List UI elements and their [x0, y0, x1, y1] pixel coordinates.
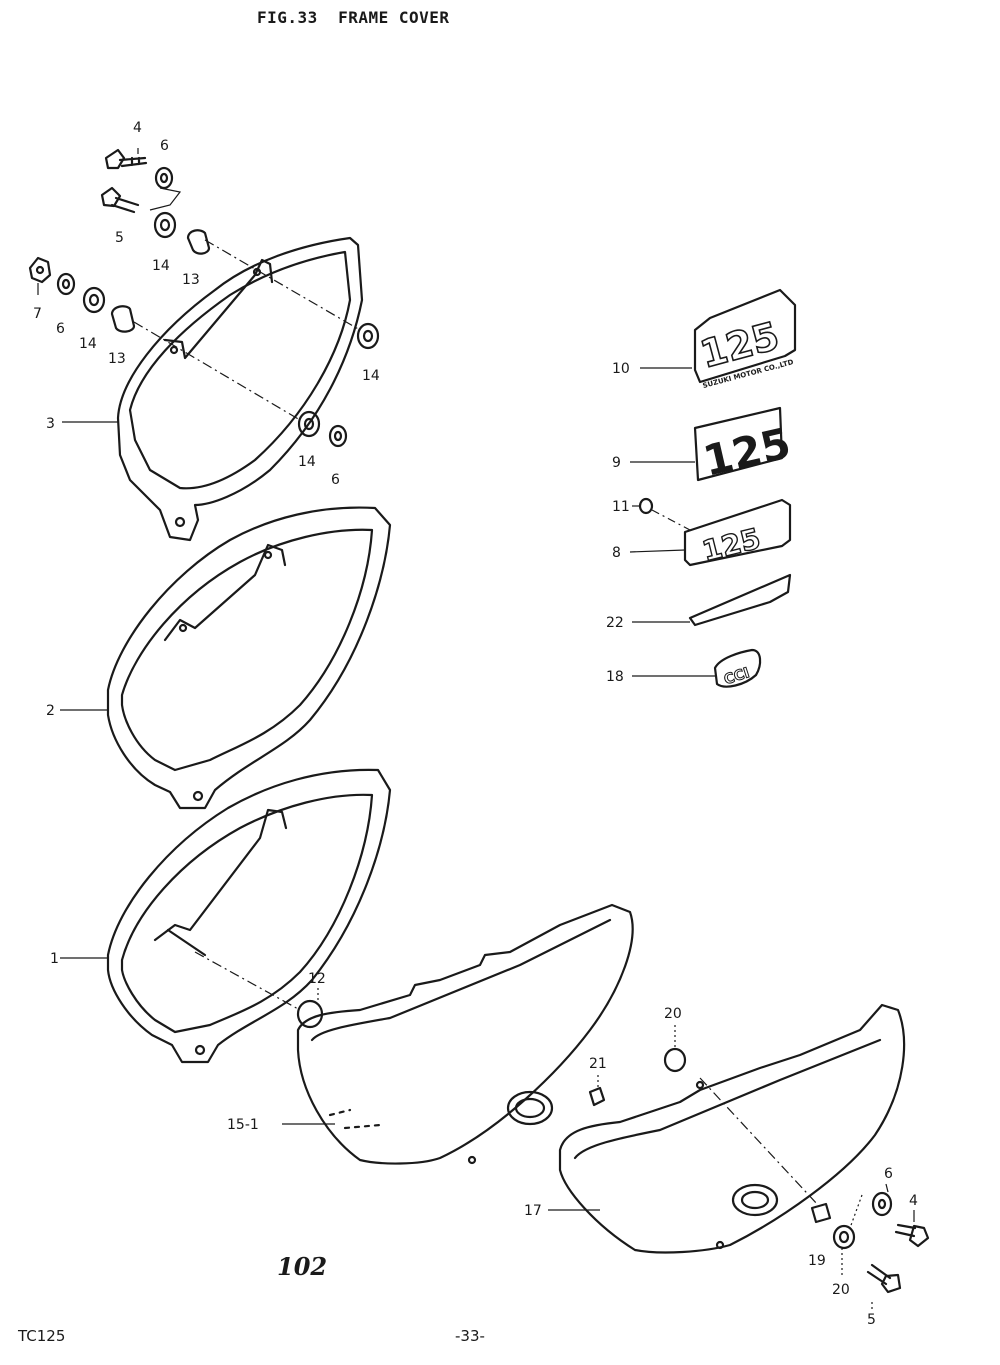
callout-label: 13 [108, 351, 126, 367]
emblem-10 [693, 288, 797, 384]
callout-label: 4 [909, 1193, 918, 1209]
bolt-4-right [894, 1223, 930, 1248]
washer-20-lower [832, 1224, 856, 1250]
callout-label: 2 [46, 703, 55, 719]
grommet-21 [588, 1086, 606, 1107]
rivet-11 [638, 497, 654, 515]
emblem-9 [693, 406, 784, 482]
callout-label: 20 [664, 1006, 682, 1022]
callout-label: 13 [182, 272, 200, 288]
callout-label: 14 [362, 368, 380, 384]
emblem-22 [688, 573, 792, 627]
emblem-18 [713, 648, 762, 688]
frame-cover-part-2 [106, 506, 392, 810]
callout-label: 9 [612, 455, 621, 471]
callout-label: 6 [331, 472, 340, 488]
bolt-5-right [866, 1263, 902, 1294]
callout-label: 3 [46, 416, 55, 432]
model-code: TC125 [18, 1327, 66, 1345]
callout-label: 1 [50, 951, 59, 967]
callout-label: 6 [56, 321, 65, 337]
washer-6-lower [328, 424, 348, 448]
callout-label: 21 [589, 1056, 607, 1072]
nut-7 [28, 256, 52, 284]
emblem-9-number: 125 [699, 418, 795, 485]
callout-label: 6 [160, 138, 169, 154]
callout-label: 12 [308, 971, 326, 987]
callout-label: 11 [612, 499, 630, 515]
washer-14-right [356, 322, 380, 350]
emblem-18-text: CCI [722, 665, 751, 688]
callout-label: 17 [524, 1203, 542, 1219]
bolt-5-upper [100, 186, 140, 214]
callout-label: 8 [612, 545, 621, 561]
washer-6-upper [154, 166, 174, 190]
side-cover-part-17 [558, 1003, 906, 1254]
callout-label: 5 [867, 1312, 876, 1328]
grommet-12 [296, 999, 324, 1029]
leader-lines [37, 148, 915, 1310]
callout-label: 14 [79, 336, 97, 352]
callout-label: 20 [832, 1282, 850, 1298]
washer-6-left [56, 272, 76, 296]
callout-label: 14 [298, 454, 316, 470]
collar-13-left [110, 305, 136, 333]
callout-labels: 4 6 5 14 13 7 6 14 13 14 3 14 6 2 1 12 1… [33, 120, 918, 1328]
washer-6-right [871, 1191, 893, 1217]
figure-heading: FIG.33 FRAME COVER [257, 8, 450, 27]
washer-20-upper [663, 1047, 687, 1073]
callout-label: 14 [152, 258, 170, 274]
callout-label: 4 [133, 120, 142, 136]
washer-14-lower [297, 410, 321, 438]
callout-label: 15-1 [227, 1117, 259, 1133]
callout-label: 6 [884, 1166, 893, 1182]
bolt-4-upper [104, 148, 148, 170]
page-number: 102 [277, 1252, 328, 1281]
callout-label: 19 [808, 1253, 826, 1269]
frame-cover-part-1 [106, 768, 392, 1064]
collar-19 [810, 1202, 832, 1224]
collar-13-upper [186, 229, 211, 255]
callout-label: 22 [606, 615, 624, 631]
side-cover-part-15-1 [296, 903, 634, 1165]
callout-label: 10 [612, 361, 630, 377]
callout-label: 18 [606, 669, 624, 685]
emblem-8 [683, 498, 792, 567]
washer-14-left [82, 286, 106, 314]
page-reference: -33- [455, 1327, 485, 1345]
callout-label: 5 [115, 230, 124, 246]
figure-title: FRAME COVER [338, 8, 450, 27]
washer-14-upper [153, 211, 177, 239]
emblem-8-number: 125 [699, 522, 764, 568]
callout-label: 7 [33, 306, 42, 322]
frame-cover-part-3 [116, 236, 364, 542]
figure-number: FIG.33 [257, 8, 318, 27]
